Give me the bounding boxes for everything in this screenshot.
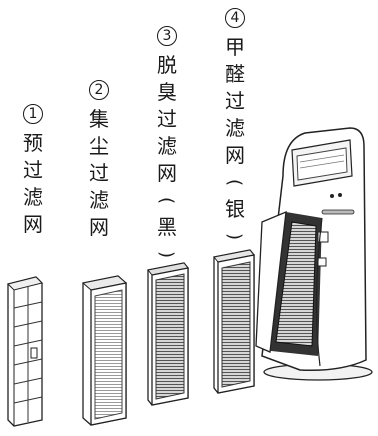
- label-char: 网: [89, 215, 109, 239]
- deodorize-filter-image: [147, 262, 189, 406]
- label-char: 过: [157, 107, 177, 131]
- dust-filter-image: [81, 275, 128, 426]
- label-char: 银: [225, 197, 245, 221]
- number-badge-1: 1: [23, 104, 43, 124]
- label-char: 醛: [225, 62, 245, 86]
- label-char: 脱: [157, 53, 177, 77]
- label-char: 臭: [157, 80, 177, 104]
- air-purifier-image: [255, 127, 373, 381]
- label-pre-filter: 1 预 过 滤 网: [23, 104, 43, 238]
- label-char: 网: [157, 161, 177, 185]
- label-formaldehyde-filter: 4 甲 醛 过 滤 网 ( 银 ): [225, 8, 246, 250]
- label-deodorize-filter: 3 脱 臭 过 滤 网 ( 黑 ): [157, 26, 178, 268]
- label-char: 尘: [89, 134, 109, 158]
- label-char: 黑: [157, 215, 177, 239]
- label-char: 滤: [225, 116, 245, 140]
- label-dust-filter: 2 集 尘 过 滤 网: [89, 80, 109, 241]
- pre-filter-image: [7, 276, 43, 427]
- label-char: 滤: [157, 134, 177, 158]
- label-char: 滤: [89, 188, 109, 212]
- label-char: 网: [225, 143, 245, 167]
- label-char: 过: [225, 89, 245, 113]
- number-badge-4: 4: [225, 8, 245, 28]
- label-char: 网: [23, 212, 43, 236]
- label-char: 集: [89, 107, 109, 131]
- label-char: 预: [23, 131, 43, 155]
- label-char: 过: [23, 158, 43, 182]
- number-badge-3: 3: [157, 26, 177, 46]
- label-char: 甲: [225, 35, 245, 59]
- label-char: 滤: [23, 185, 43, 209]
- label-char: 过: [89, 161, 109, 185]
- formaldehyde-filter-image: [213, 249, 255, 394]
- number-badge-2: 2: [89, 80, 109, 100]
